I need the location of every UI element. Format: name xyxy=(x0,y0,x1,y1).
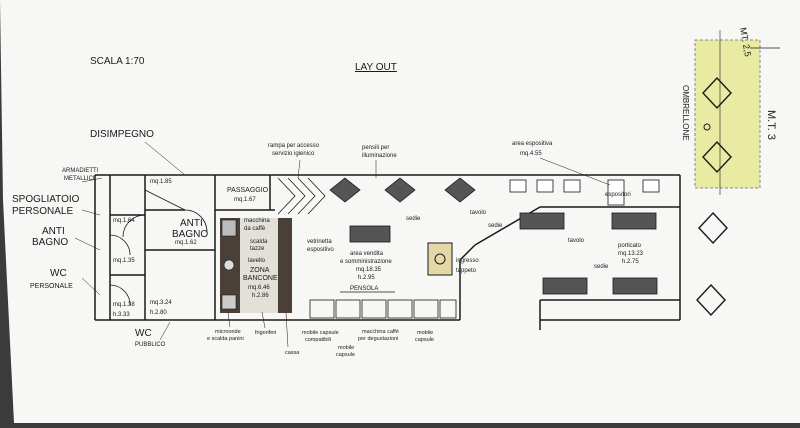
microonde-label: microonde xyxy=(215,329,241,335)
spogliatoio-label-2: PERSONALE xyxy=(12,206,73,217)
microonde-label-2: e scalda panini xyxy=(207,336,244,342)
diamond-tables xyxy=(329,177,476,203)
wc-pubblico-label: WC xyxy=(135,328,152,339)
wc-personale-label-2: PERSONALE xyxy=(30,283,73,290)
vetrinetta-label: vetrinetta xyxy=(307,239,332,245)
doors xyxy=(109,189,208,306)
umbrella-pole-marker xyxy=(703,123,711,131)
rampa-label-2: servizio igienico xyxy=(272,151,315,157)
display-units xyxy=(509,179,660,206)
leader-lines xyxy=(74,141,611,348)
antibagno-center-label: ANTI xyxy=(180,218,203,229)
mobile-capsule-label: mobile capsule xyxy=(302,330,339,336)
espositiva-label: area espositiva xyxy=(512,141,553,147)
scalda-label-2: tazze xyxy=(250,246,265,252)
tables xyxy=(349,212,658,295)
entrance-marker xyxy=(434,253,446,265)
porticato-h: h.2.75 xyxy=(622,259,639,265)
vendita-label: area vendita xyxy=(350,251,384,257)
zona-label: ZONA xyxy=(250,267,270,274)
porticato-label: porticato xyxy=(618,243,642,249)
mobile-2-label: mobile xyxy=(338,345,354,351)
disimpegno-area: mq.1.85 xyxy=(150,179,172,185)
passaggio-area: mq.1.67 xyxy=(234,197,256,203)
rampa-label: rampa per accesso xyxy=(268,143,320,149)
antibagno-left-area: mq.1.35 xyxy=(113,258,135,264)
scalda-label: scalda xyxy=(250,239,268,245)
sink xyxy=(223,259,235,271)
scale-label: SCALA 1:70 xyxy=(90,56,145,67)
zona-h: h.2.86 xyxy=(252,293,269,299)
wc-pubblico-h: h.2.80 xyxy=(150,310,167,316)
macchina-caffe-label-2: da caffè xyxy=(244,226,266,232)
sedie-label-3: sedie xyxy=(594,264,609,270)
vetrinetta-label-2: espositivo xyxy=(307,247,334,253)
back-counter xyxy=(278,218,292,313)
armadietti-label: ARMADIETTI xyxy=(62,168,99,174)
spogliatoio-area: mq.1.64 xyxy=(113,218,135,224)
antibagno-left-label: ANTI xyxy=(42,226,65,237)
passaggio-label: PASSAGGIO xyxy=(227,187,269,194)
wc-personale-label: WC xyxy=(50,268,67,279)
lower-furniture xyxy=(309,291,457,319)
macchina-caffe-label: macchina xyxy=(244,218,270,224)
mobile-2-label-2: capsule xyxy=(336,352,355,358)
vendita-h: h.2.95 xyxy=(358,275,375,281)
coffee-machine xyxy=(221,219,237,237)
zona-label-2: BANCONE xyxy=(243,275,278,282)
outdoor-highlight-area xyxy=(694,39,761,189)
bar-zone-floor xyxy=(240,218,278,313)
disimpegno-label: DISIMPEGNO xyxy=(90,129,154,140)
fridge xyxy=(221,294,237,310)
tavolo-label-2: tavolo xyxy=(568,238,585,244)
pensola-label: PENSOLA xyxy=(350,286,378,292)
espositiva-area: mq.4.55 xyxy=(520,151,542,157)
spogliatoio-label: SPOGLIATOIO xyxy=(12,194,80,205)
zona-area: mq.6.46 xyxy=(248,285,270,291)
vendita-area: mq.18.35 xyxy=(356,267,382,273)
mobile-3-label: mobile xyxy=(417,330,433,336)
sedie-label-2: sedie xyxy=(488,223,503,229)
pensili-label-2: illuminazione xyxy=(362,153,397,159)
sedie-label-1: sedie xyxy=(406,216,421,222)
pensili-label: pensili per xyxy=(362,145,389,151)
cassa-label: cassa xyxy=(285,350,300,356)
mt-3-note: M.T. 3 xyxy=(765,110,777,140)
mobile-capsule-label-2: compatibili xyxy=(305,337,331,343)
macchina-deg-label-2: per degustazioni xyxy=(358,336,398,342)
macchina-deg-label: macchina caffè xyxy=(362,329,399,335)
lavello-label: lavello xyxy=(248,258,266,264)
ingresso-label: ingresso xyxy=(456,258,479,264)
tappeto-label: tappeto xyxy=(456,268,477,274)
wc-personale-h: h.3.33 xyxy=(113,312,130,318)
wc-pubblico-label-2: PUBBLICO xyxy=(135,342,166,348)
antibagno-center-label-2: BAGNO xyxy=(172,229,208,240)
tavolo-label-1: tavolo xyxy=(470,210,487,216)
ombrellone-note: OMBRELLONE xyxy=(681,85,690,141)
frigoriferi-label: frigoriferi xyxy=(255,330,276,336)
mobile-3-label-2: capsule xyxy=(415,337,434,343)
vendita-label-2: e somministrazione xyxy=(340,259,392,265)
antibagno-left-label-2: BAGNO xyxy=(32,237,68,248)
antibagno-center-area: mq.1.62 xyxy=(175,240,197,246)
espositori-label: espositori xyxy=(605,192,631,198)
outdoor-umbrellas xyxy=(696,76,732,317)
ramp xyxy=(277,177,326,215)
porticato-area: mq.13.23 xyxy=(618,251,644,257)
plan-title: LAY OUT xyxy=(355,62,397,73)
wc-pubblico-area: mq.3.24 xyxy=(150,300,172,306)
armadietti-label-2: METALLICI xyxy=(64,176,95,182)
entrance-mat xyxy=(427,242,453,276)
wc-personale-area: mq.1.38 xyxy=(113,302,135,308)
